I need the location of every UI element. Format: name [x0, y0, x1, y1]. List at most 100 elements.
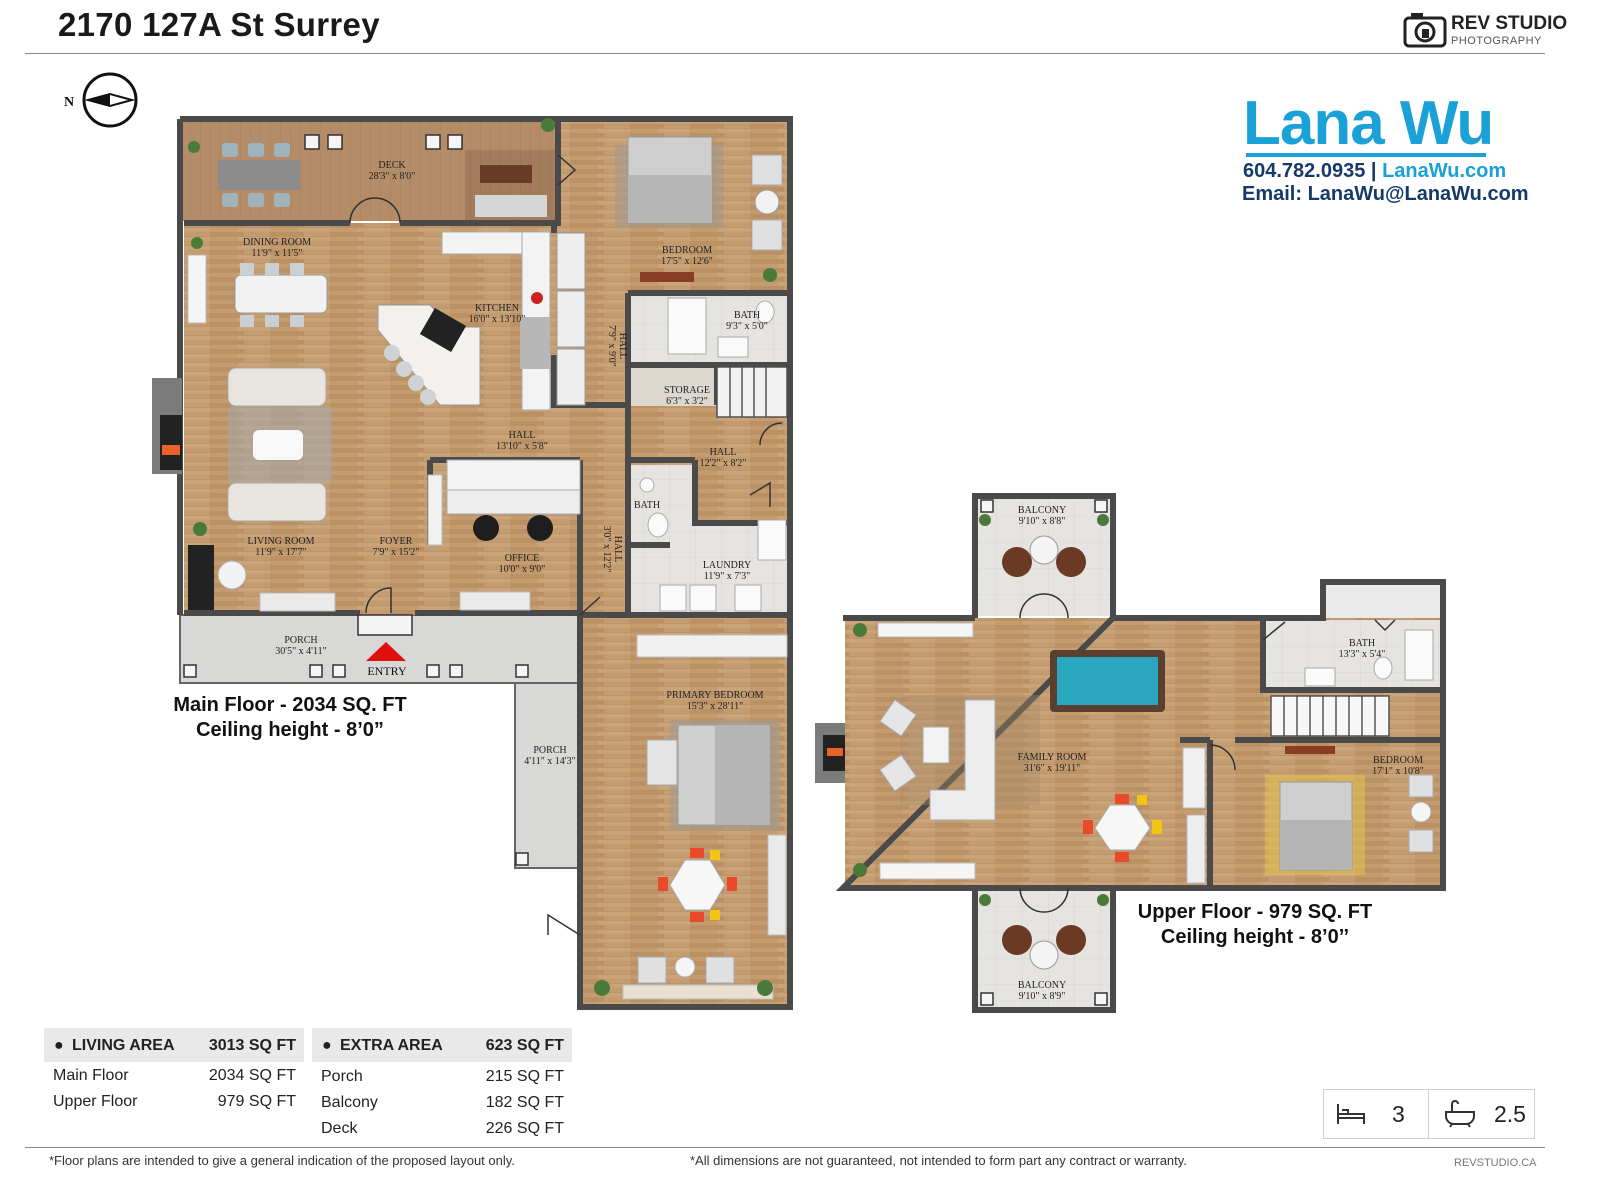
bath1-sink	[717, 336, 749, 358]
bath2-sink	[639, 477, 655, 493]
upper-bench-top	[877, 622, 974, 638]
upper-closet	[1323, 582, 1443, 618]
dining-sideboard	[187, 254, 207, 324]
upper-bedroom-chairs	[1408, 774, 1434, 853]
armchair-1	[879, 699, 917, 737]
dining-set-deck	[218, 143, 300, 207]
agent-underline	[1246, 153, 1486, 157]
chair-round	[217, 560, 247, 590]
brand-logo: REV STUDIO PHOTOGRAPHY	[1403, 10, 1567, 50]
upper-bench-bottom	[879, 862, 976, 880]
upper-floor-plan	[815, 493, 1446, 1013]
living-area-total: 3013 SQ FT	[208, 1037, 296, 1054]
bed-bath-stats: 3 2.5	[1323, 1089, 1535, 1139]
bedroom-dresser	[640, 272, 694, 282]
armchair-2	[879, 754, 917, 792]
agent-website[interactable]: LanaWu.com	[1382, 160, 1507, 182]
entry-label: ENTRY	[367, 664, 407, 678]
closet-shelves	[556, 232, 586, 406]
upper-toilet	[1373, 656, 1393, 680]
plants-upper	[853, 514, 1109, 906]
compass-icon: N	[64, 72, 138, 128]
living-area-header: ● LIVING AREA 3013 SQ FT	[44, 1028, 304, 1062]
dining-table	[234, 263, 328, 327]
header-divider	[25, 53, 1545, 54]
compass-label: N	[64, 95, 74, 110]
porch-posts	[183, 664, 529, 866]
primary-play-table	[658, 848, 737, 922]
agent-contact: 604.782.0935 | LanaWu.com	[1243, 160, 1506, 183]
fireplace-insert	[160, 415, 182, 470]
island-stools	[384, 345, 436, 405]
upper-play-table	[1083, 794, 1162, 862]
main-floor-plan: ENTRY	[152, 116, 793, 1010]
primary-closet	[636, 634, 788, 658]
deck-sofa	[475, 195, 547, 217]
primary-bed	[670, 720, 780, 830]
extra-area-header: ● EXTRA AREA 623 SQ FT	[312, 1028, 572, 1062]
baths-count: 2.5	[1494, 1101, 1526, 1127]
stairs-upper	[1270, 695, 1390, 737]
agent-phone: 604.782.0935	[1243, 160, 1366, 182]
office-chair-left	[473, 515, 499, 541]
footer-divider	[25, 1147, 1545, 1148]
extra-area-row: Balcony 182 SQ FT	[321, 1094, 564, 1111]
office-bookshelf	[459, 591, 531, 611]
entry-arrow-icon	[366, 642, 406, 661]
living-area-row: Main Floor 2034 SQ FT	[53, 1067, 296, 1084]
extra-area-row: Porch 215 SQ FT	[321, 1068, 564, 1085]
office-chair-right	[527, 515, 553, 541]
stats-divider	[1428, 1090, 1429, 1138]
deck-table	[480, 165, 532, 183]
office-desk	[446, 489, 581, 515]
pool-table	[1050, 650, 1165, 712]
bookshelf	[259, 592, 336, 612]
upper-tub	[1404, 629, 1434, 681]
upper-fireplace-flame	[827, 748, 843, 756]
storage-tile	[627, 368, 717, 406]
balcony-posts	[980, 499, 1108, 1006]
porch-side	[514, 682, 581, 869]
bedroom-chair-1	[751, 154, 783, 186]
agent-email[interactable]: Email: LanaWu@LanaWu.com	[1242, 183, 1529, 205]
fireplace-flame	[162, 445, 180, 455]
deck-posts	[304, 134, 463, 150]
doors-main	[349, 154, 783, 936]
office-shelves	[446, 459, 581, 491]
upper-bookshelf	[1186, 814, 1206, 884]
beds-count: 3	[1392, 1101, 1405, 1127]
footer-note-left: *Floor plans are intended to give a gene…	[49, 1153, 515, 1168]
footer-note-right: *All dimensions are not guaranteed, not …	[690, 1153, 1187, 1168]
piano	[188, 545, 214, 610]
extra-area-row: Deck 226 SQ FT	[321, 1120, 564, 1137]
coffee-table	[922, 726, 950, 764]
kitchen-decor	[531, 292, 543, 304]
footer-site[interactable]: REVSTUDIO.CA	[1454, 1157, 1537, 1169]
page-title: 2170 127A St Surrey	[58, 6, 380, 43]
bedroom-bed	[615, 136, 723, 227]
office-cabinet	[427, 474, 443, 546]
upper-shelf	[1182, 747, 1206, 809]
family-sofa	[929, 699, 996, 821]
primary-bench	[646, 739, 678, 786]
bullet-icon: ●	[322, 1037, 332, 1054]
bedroom-side-table	[754, 189, 780, 215]
laundry-shelf	[757, 519, 787, 561]
upper-dresser	[1285, 746, 1335, 754]
upper-sink	[1304, 667, 1336, 687]
